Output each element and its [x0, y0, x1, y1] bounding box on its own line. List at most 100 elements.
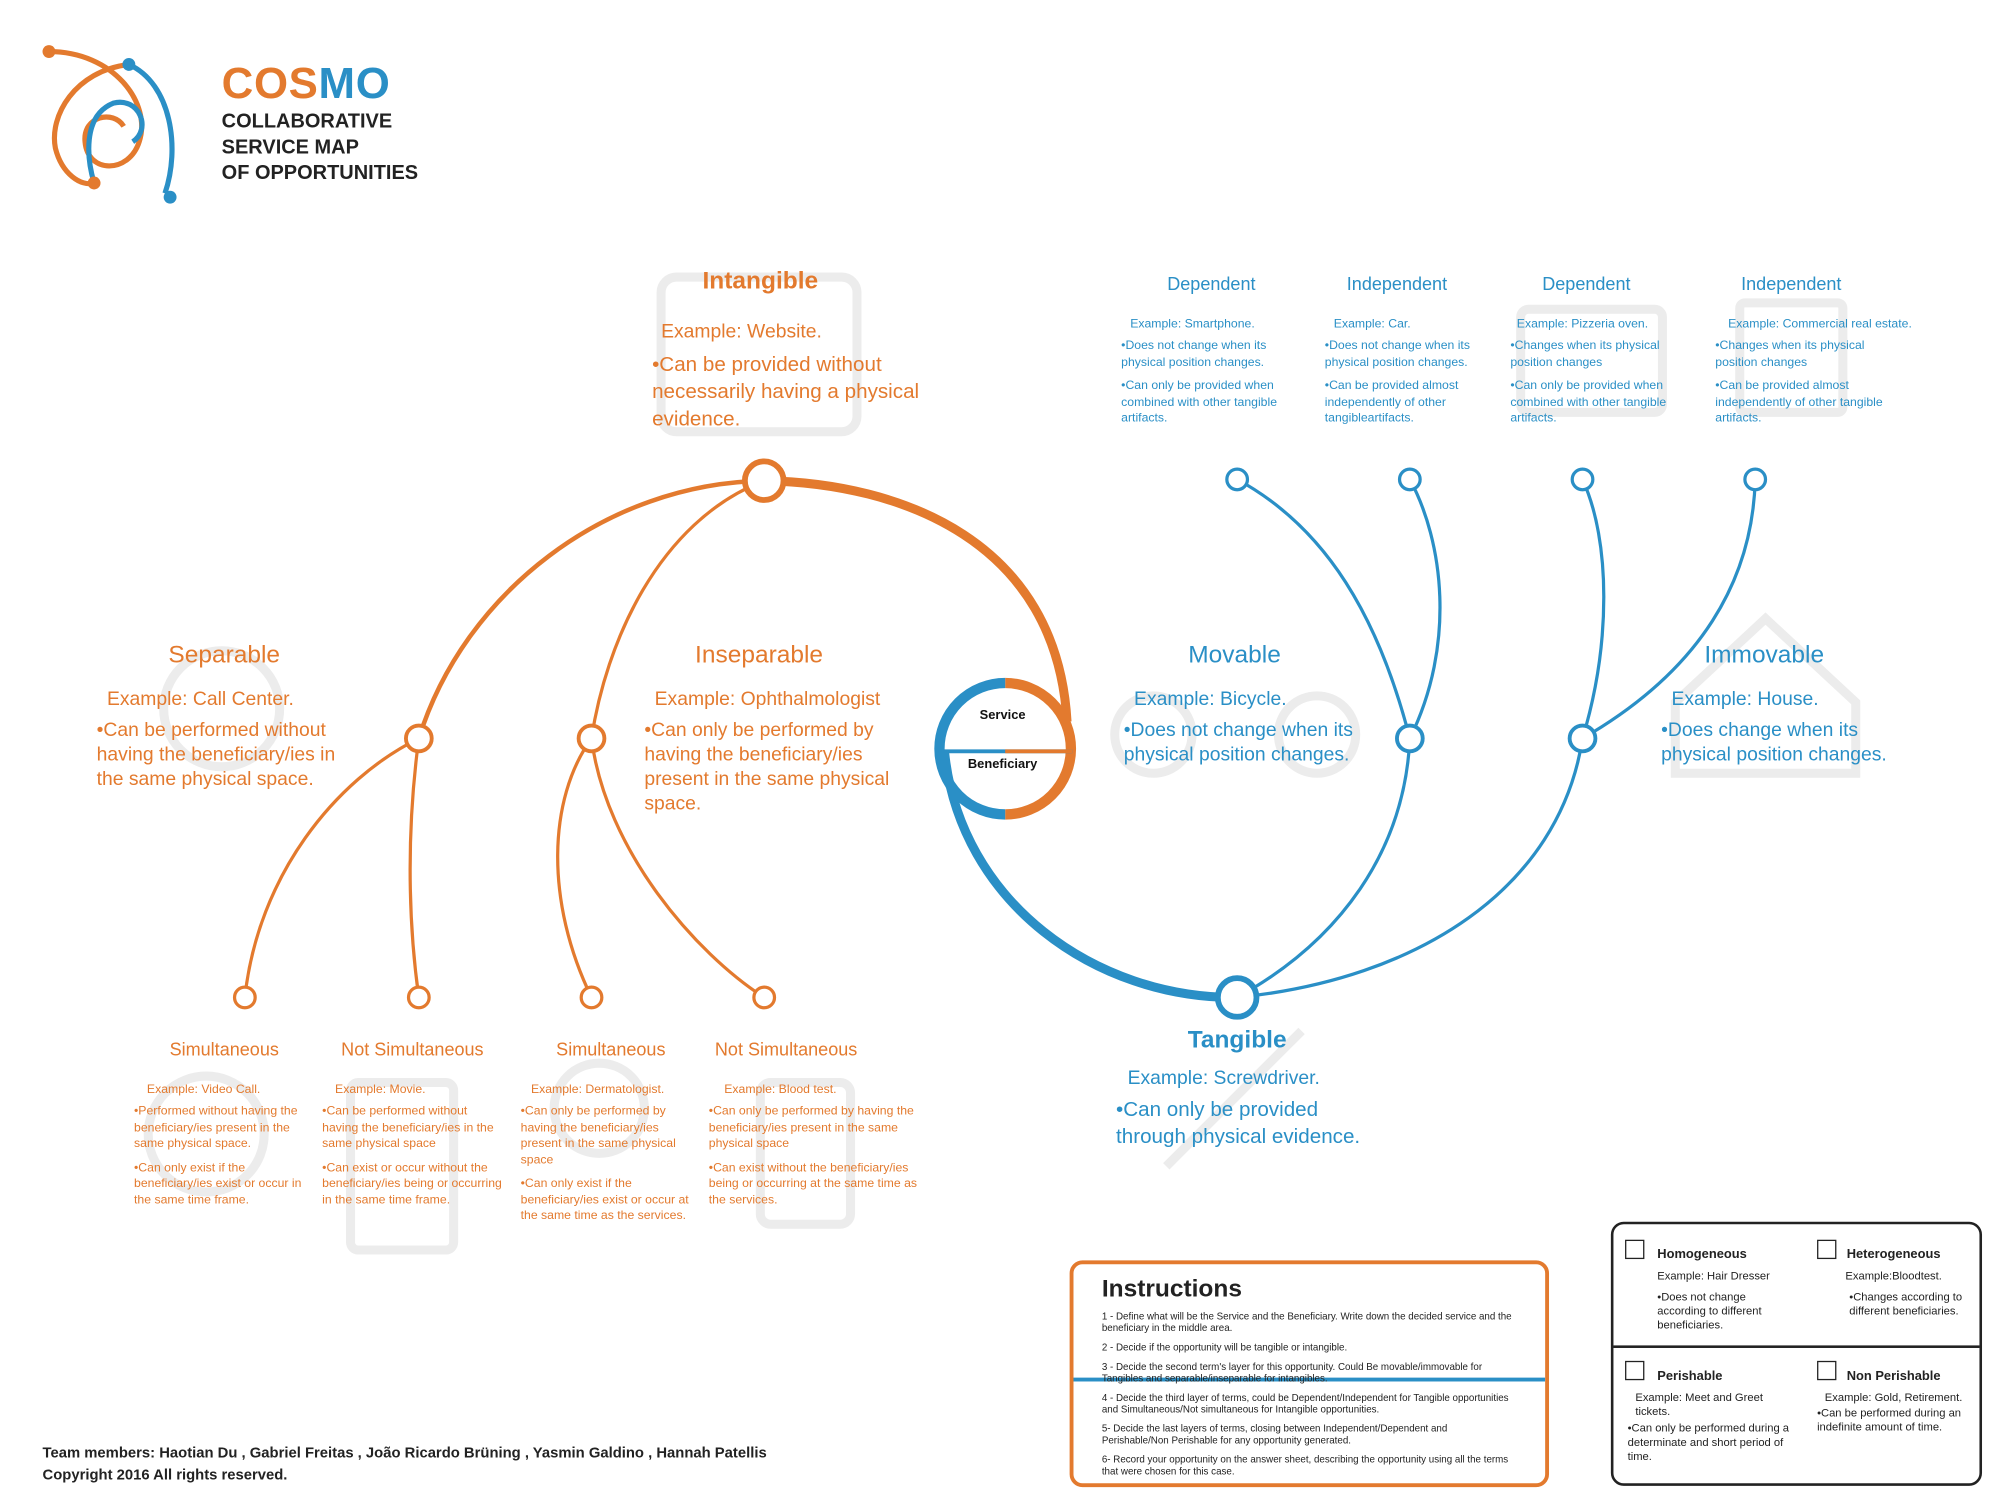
not-simultaneous-2-bullet-2: •Can exist without the beneficiary/ies b…: [708, 1160, 918, 1207]
perishable-example: Example: Meet and Greet tickets.: [1635, 1390, 1763, 1418]
simultaneous-1-block: Simultaneous Example: Video Call. •Perfo…: [134, 1039, 314, 1209]
website-ghost-icon: [656, 272, 862, 437]
dependent-1-node: [1225, 467, 1250, 492]
cosmo-logo-icon: [42, 45, 177, 204]
not-simultaneous-1-title: Not Simultaneous: [341, 1038, 484, 1060]
independent-1-bullet-2: •Can be provided almost independently of…: [1324, 378, 1459, 426]
tangible-bullet: •Can only be provided through physical e…: [1116, 1099, 1361, 1149]
simultaneous-2-title: Simultaneous: [556, 1038, 666, 1060]
independent-2-bullet-1: •Changes when its physical position chan…: [1715, 338, 1865, 370]
simultaneous-1-node: [232, 985, 257, 1010]
not-simultaneous-1-block: Not Simultaneous Example: Movie. •Can be…: [322, 1039, 502, 1209]
movable-title: Movable: [1188, 641, 1281, 669]
not-simultaneous-1-bullet-2: •Can exist or occur without the benefici…: [322, 1160, 502, 1207]
simultaneous-2-bullet-2: •Can only exist if the beneficiary/ies e…: [520, 1176, 689, 1223]
simultaneous-2-example: Example: Dermatologist.: [530, 1082, 665, 1097]
dependent-2-title: Dependent: [1542, 273, 1631, 294]
film-ghost-icon: [346, 1077, 459, 1255]
video-ghost-icon: [143, 1071, 269, 1197]
homogeneous-bullet: •Does not change according to different …: [1657, 1289, 1762, 1332]
instructions-list: 1 - Define what will be the Service and …: [1102, 1311, 1514, 1477]
heterogeneous-example: Example:Bloodtest.: [1845, 1269, 1942, 1283]
independent-2-node: [1743, 467, 1768, 492]
inseparable-bullet: •Can only be performed by having the ben…: [644, 719, 890, 815]
dependent-2-bullet-2: •Can only be provided when combined with…: [1510, 378, 1667, 426]
team-members: Team members: Haotian Du , Gabriel Freit…: [42, 1445, 767, 1462]
independent-2-title: Independent: [1741, 273, 1842, 294]
perishable-bullet: •Can only be performed during a determin…: [1627, 1421, 1790, 1463]
tangible-title: Tangible: [1187, 1027, 1287, 1055]
perishable-checkbox[interactable]: [1625, 1360, 1645, 1381]
logo-line-3: OF OPPORTUNITIES: [221, 162, 419, 185]
heterogeneous-bullet: •Changes according to different benefici…: [1849, 1289, 1963, 1318]
homogeneous-checkbox[interactable]: [1625, 1239, 1645, 1260]
independent-1-title: Independent: [1346, 273, 1448, 294]
independent-2-block: Independent Example: Commercial real est…: [1715, 273, 1934, 427]
movable-node: [1395, 723, 1425, 754]
legend-panel: Homogeneous Example: Hair Dresser •Does …: [1610, 1221, 1983, 1486]
simultaneous-1-example: Example: Video Call.: [146, 1082, 261, 1097]
dependent-1-block: Dependent Example: Smartphone. •Does not…: [1121, 273, 1301, 427]
dependent-2-block: Dependent Example: Pizzeria oven. •Chang…: [1510, 273, 1690, 427]
footer: Team members: Haotian Du , Gabriel Freit…: [43, 1443, 767, 1487]
not-simultaneous-2-node: [752, 985, 777, 1010]
bloodtest-ghost-icon: [755, 1077, 856, 1229]
homogeneous-example: Example: Hair Dresser: [1657, 1269, 1770, 1283]
non-perishable-bullet: •Can be performed during an indefinite a…: [1817, 1405, 1962, 1434]
independent-1-node: [1397, 467, 1422, 492]
instruction-step-6: 6- Record your opportunity on the answer…: [1101, 1453, 1509, 1477]
legend-divider: [1613, 1345, 1980, 1348]
simultaneous-1-bullet-2: •Can only exist if the beneficiary/ies e…: [134, 1160, 302, 1207]
homogeneous-title: Homogeneous: [1657, 1247, 1747, 1262]
logo-mo: MO: [318, 59, 391, 109]
inseparable-node: [576, 723, 607, 754]
instruction-step-4: 4 - Decide the third layer of terms, cou…: [1101, 1391, 1509, 1415]
independent-1-bullet-1: •Does not change when its physical posit…: [1324, 338, 1470, 370]
dependent-1-example: Example: Smartphone.: [1130, 317, 1255, 332]
simultaneous-2-node: [579, 985, 604, 1010]
instruction-step-5: 5- Decide the last layers of terms, clos…: [1101, 1422, 1448, 1446]
not-simultaneous-1-example: Example: Movie.: [335, 1082, 426, 1097]
logo-wordmark: COSMO: [222, 59, 418, 109]
not-simultaneous-1-bullet-1: •Can be performed without having the ben…: [322, 1104, 494, 1151]
inseparable-example: Example: Ophthalmologist: [654, 688, 881, 711]
instructions-divider: [1073, 1377, 1546, 1484]
oven-ghost-icon: [1516, 304, 1667, 417]
not-simultaneous-2-example: Example: Blood test.: [724, 1082, 837, 1097]
dependent-2-bullet-1: •Changes when its physical position chan…: [1510, 338, 1660, 370]
immovable-node: [1567, 723, 1598, 754]
non-perishable-title: Non Perishable: [1846, 1369, 1941, 1385]
simultaneous-2-bullet-1: •Can only be performed by having the ben…: [520, 1104, 676, 1167]
independent-2-example: Example: Commercial real estate.: [1728, 317, 1912, 332]
not-simultaneous-2-bullet-1: •Can only be performed by having the ben…: [708, 1104, 914, 1151]
simultaneous-1-title: Simultaneous: [169, 1038, 279, 1060]
perishable-title: Perishable: [1657, 1369, 1723, 1385]
instructions-title: Instructions: [1101, 1275, 1242, 1303]
heterogeneous-checkbox[interactable]: [1817, 1239, 1837, 1260]
separable-node: [404, 723, 434, 754]
non-perishable-checkbox[interactable]: [1817, 1360, 1837, 1381]
simultaneous-1-bullet-1: •Performed without having the beneficiar…: [134, 1104, 298, 1151]
logo-text: COSMO COLLABORATIVE SERVICE MAP OF OPPOR…: [222, 59, 418, 187]
instruction-step-1: 1 - Define what will be the Service and …: [1101, 1310, 1512, 1334]
movable-bullet: •Does not change when its physical posit…: [1123, 719, 1353, 766]
screwdriver-ghost-icon: [1163, 1027, 1305, 1170]
independent-2-bullet-2: •Can be provided almost independently of…: [1715, 378, 1883, 426]
logo-cos: COS: [221, 59, 319, 109]
independent-1-block: Independent Example: Car. •Does not chan…: [1325, 273, 1493, 427]
ghost-icons: [143, 272, 1861, 1255]
instructions-panel: Instructions 1 - Define what will be the…: [1069, 1260, 1550, 1488]
center-beneficiary-label[interactable]: Beneficiary: [967, 757, 1038, 772]
logo-line-2: SERVICE MAP: [221, 136, 359, 159]
immovable-bullet: •Does change when its physical position …: [1661, 719, 1887, 766]
center-service-label[interactable]: Service: [979, 708, 1026, 723]
immovable-example: Example: House.: [1671, 688, 1819, 711]
bicycle-ghost-icon: [1110, 691, 1197, 778]
building-ghost-icon: [1735, 298, 1848, 417]
simultaneous-2-block: Simultaneous Example: Dermatologist. •Ca…: [521, 1039, 701, 1225]
logo-line-1: COLLABORATIVE: [221, 110, 393, 133]
intangible-bullet: •Can be provided without necessarily hav…: [652, 354, 920, 431]
immovable-title: Immovable: [1704, 641, 1825, 669]
intangible-node: [741, 458, 787, 503]
